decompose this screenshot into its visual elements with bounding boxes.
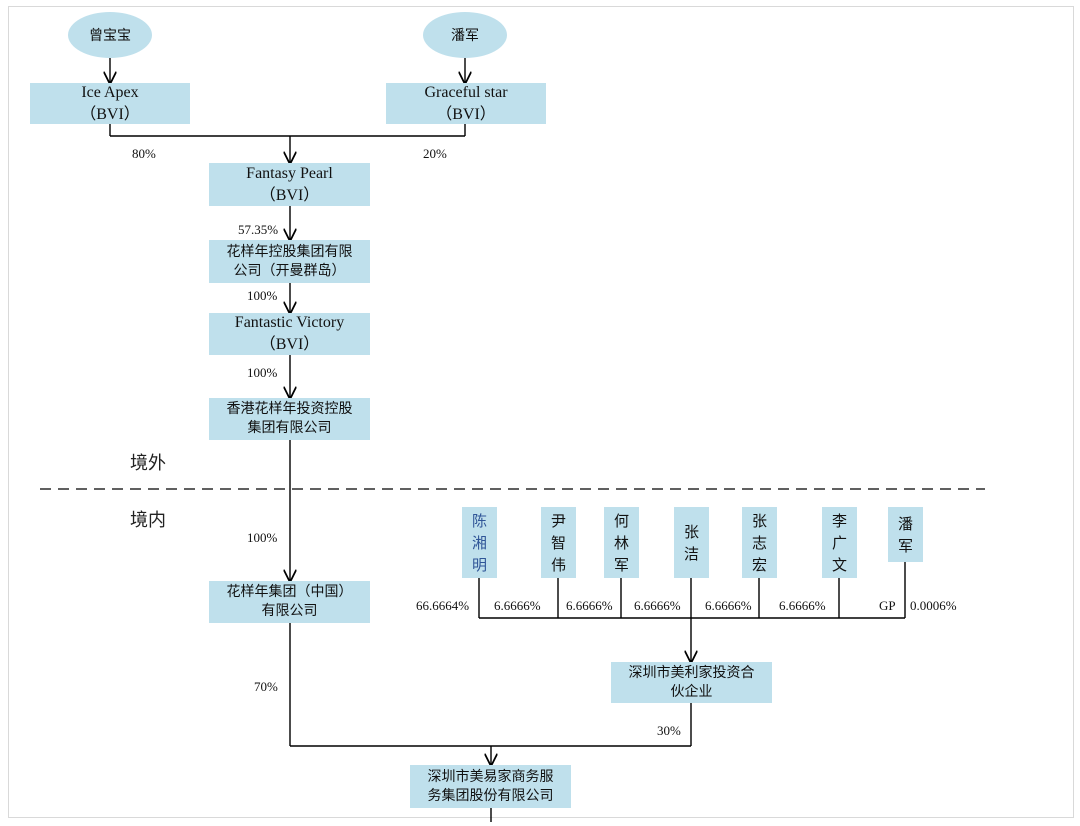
huayang-china-line1: 花样年集团（中国） — [226, 584, 353, 600]
partner-zhangzhihong-char2: 志 — [751, 533, 767, 552]
pct-partner-pan: 0.0006% — [910, 598, 957, 613]
diagram-frame — [8, 6, 1074, 818]
pct-victory-to-hk: 100% — [247, 365, 278, 380]
pct-cayman-to-victory: 100% — [247, 288, 278, 303]
partner-zhangjie-box: 张 洁 — [674, 507, 709, 578]
pct-partner-li: 6.6666% — [779, 598, 826, 613]
partner-chen-box: 陈 湘 明 — [462, 507, 497, 578]
ice-apex-box: Ice Apex （BVI） — [30, 83, 190, 124]
partner-yin-char3: 伟 — [550, 555, 566, 574]
graceful-star-name: Graceful star — [424, 83, 508, 101]
pct-hk-to-china: 100% — [247, 530, 278, 545]
huayang-china-line2: 有限公司 — [261, 603, 318, 619]
pct-china-to-meiyijia: 70% — [254, 679, 278, 694]
zone-onshore-label: 境内 — [130, 510, 166, 531]
partner-zhangzhihong-char1: 张 — [751, 511, 767, 530]
owner-pan-label: 潘军 — [451, 28, 479, 44]
graceful-star-jurisdiction: （BVI） — [436, 105, 496, 123]
meiyijia-box: 深圳市美易家商务服 务集团股份有限公司 — [410, 765, 571, 808]
partner-yin-char2: 智 — [550, 533, 566, 552]
partner-he-char2: 林 — [613, 533, 629, 552]
partner-pan-box: 潘 军 — [888, 507, 923, 562]
ice-apex-jurisdiction: （BVI） — [80, 105, 140, 123]
pct-meili-to-meiyijia: 30% — [657, 723, 681, 738]
graceful-star-box: Graceful star （BVI） — [386, 83, 546, 124]
fantastic-victory-box: Fantastic Victory （BVI） — [209, 313, 370, 355]
pct-partner-zhangjie: 6.6666% — [634, 598, 681, 613]
owner-zeng-label: 曾宝宝 — [89, 28, 131, 44]
meiyijia-line2: 务集团股份有限公司 — [427, 787, 554, 804]
partner-pan-char1: 潘 — [897, 514, 913, 533]
pct-partner-chen: 66.6664% — [416, 598, 470, 613]
meili-partnership-line2: 伙企业 — [670, 683, 713, 700]
owner-pan-oval: 潘军 — [423, 12, 507, 58]
partner-yin-char1: 尹 — [550, 511, 566, 530]
fantasy-pearl-jurisdiction: （BVI） — [259, 186, 320, 204]
fantasy-pearl-name: Fantasy Pearl — [246, 164, 333, 182]
partner-he-box: 何 林 军 — [604, 507, 639, 578]
pct-pearl-to-cayman: 57.35% — [238, 222, 279, 237]
huayang-cayman-box: 花样年控股集团有限 公司（开曼群岛） — [209, 240, 370, 283]
partner-li-box: 李 广 文 — [822, 507, 857, 578]
pct-partner-he: 6.6666% — [566, 598, 613, 613]
meiyijia-line1: 深圳市美易家商务服 — [427, 768, 554, 785]
pct-partner-yin: 6.6666% — [494, 598, 541, 613]
partner-chen-char3: 明 — [471, 555, 487, 574]
partner-zhangjie-char2: 洁 — [683, 544, 699, 563]
fantastic-victory-jurisdiction: （BVI） — [259, 336, 320, 353]
huayang-cayman-line1: 花样年控股集团有限 — [226, 243, 353, 260]
pct-graceful-star: 20% — [423, 146, 447, 161]
fantasy-pearl-box: Fantasy Pearl （BVI） — [209, 163, 370, 206]
fantastic-victory-name: Fantastic Victory — [234, 314, 345, 331]
pct-partner-zhangzhihong: 6.6666% — [705, 598, 752, 613]
meili-partnership-line1: 深圳市美利家投资合 — [628, 664, 755, 681]
partner-chen-char1: 陈 — [471, 511, 487, 530]
partner-he-char1: 何 — [613, 511, 629, 530]
partner-pan-char2: 军 — [897, 536, 913, 555]
partner-li-char1: 李 — [831, 511, 847, 530]
partner-zhangzhihong-box: 张 志 宏 — [742, 507, 777, 578]
partner-yin-box: 尹 智 伟 — [541, 507, 576, 578]
partner-chen-char2: 湘 — [471, 533, 487, 552]
partner-he-char3: 军 — [613, 555, 629, 574]
huayang-china-box: 花样年集团（中国） 有限公司 — [209, 581, 370, 623]
hk-huayang-line2: 集团有限公司 — [247, 420, 332, 436]
ice-apex-name: Ice Apex — [81, 83, 139, 101]
partner-li-char2: 广 — [831, 533, 847, 552]
partner-zhangzhihong-char3: 宏 — [751, 555, 767, 574]
owner-zeng-oval: 曾宝宝 — [68, 12, 152, 58]
partner-li-char3: 文 — [831, 555, 847, 574]
pct-ice-apex: 80% — [132, 146, 156, 161]
hk-huayang-box: 香港花样年投资控股 集团有限公司 — [209, 398, 370, 440]
meili-partnership-box: 深圳市美利家投资合 伙企业 — [611, 662, 772, 703]
gp-label: GP — [879, 598, 896, 613]
huayang-cayman-line2: 公司（开曼群岛） — [233, 262, 346, 279]
zone-offshore-label: 境外 — [130, 453, 166, 474]
hk-huayang-line1: 香港花样年投资控股 — [226, 401, 353, 417]
partner-zhangjie-char1: 张 — [683, 522, 699, 541]
